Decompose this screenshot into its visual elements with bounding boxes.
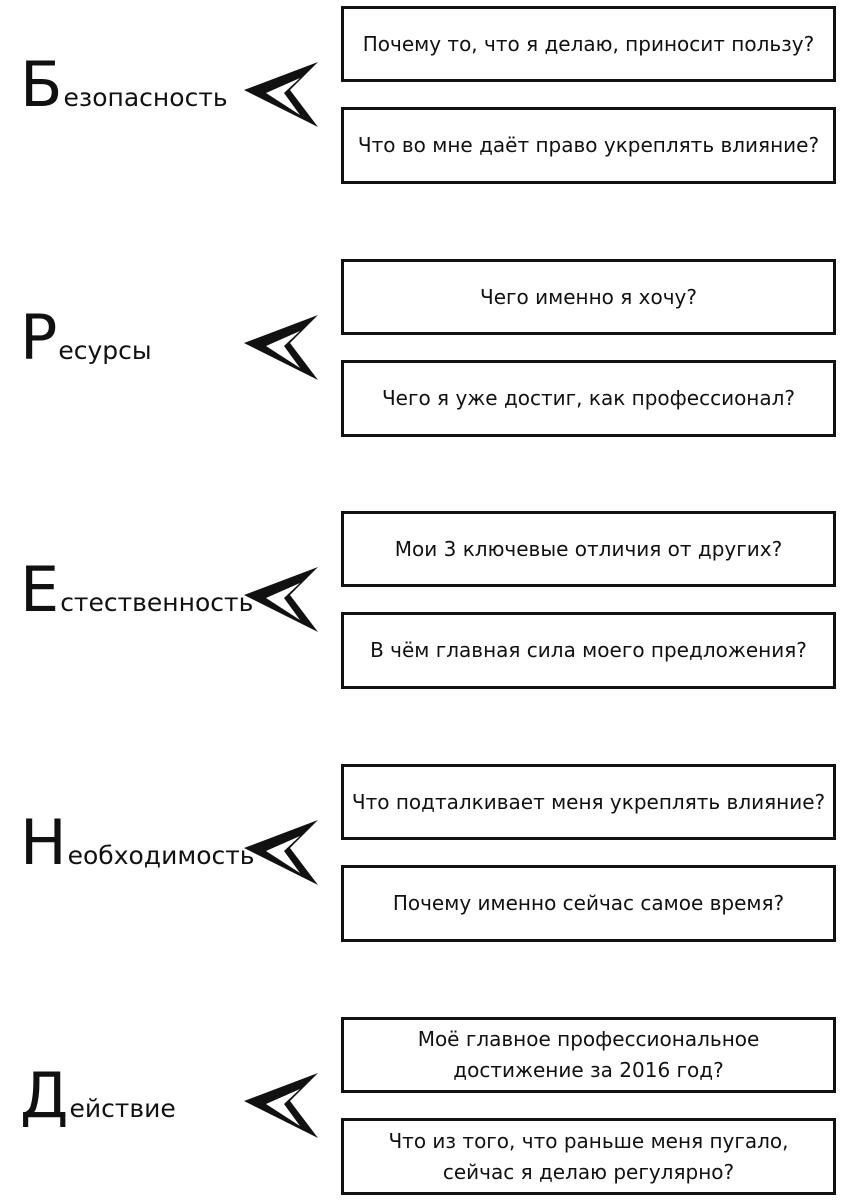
question-text: Моё главное профессиональное достижение … xyxy=(417,1027,760,1082)
label-rest: стественность xyxy=(60,588,254,617)
question-box: Почему то, что я делаю, приносит пользу? xyxy=(341,6,836,82)
question-text: Почему то, что я делаю, приносит пользу? xyxy=(362,31,815,56)
section-label: Д ействие xyxy=(20,1065,176,1127)
initial-letter: Д xyxy=(20,1059,69,1132)
question-text: Что подталкивает меня укреплять влияние? xyxy=(351,789,826,814)
question-box: Чего именно я хочу? xyxy=(341,259,836,335)
double-chevron-left-arrow-icon xyxy=(244,1073,318,1138)
question-box: Почему именно сейчас самое время? xyxy=(341,865,836,942)
question-box: Чего я уже достиг, как профессионал? xyxy=(341,360,836,437)
section-label: Р есурсы xyxy=(20,307,152,369)
question-box: Что во мне даёт право укреплять влияние? xyxy=(341,107,836,184)
question-text: Что во мне даёт право укреплять влияние? xyxy=(357,133,820,157)
section-estestvennost: Е стественность Мои 3 ключевые отличия о… xyxy=(0,511,849,701)
question-text: В чём главная сила моего предложения? xyxy=(370,638,807,662)
question-box: Что подталкивает меня укреплять влияние? xyxy=(341,764,836,840)
question-text: Что из того, что раньше меня пугало, сей… xyxy=(388,1128,789,1184)
question-text: Мои 3 ключевые отличия от других? xyxy=(394,536,783,561)
initial-letter: Р xyxy=(20,301,58,374)
question-text: Чего именно я хочу? xyxy=(480,284,697,309)
section-neobkhodimost: Н еобходимость Что подталкивает меня укр… xyxy=(0,764,849,954)
question-text: Почему именно сейчас самое время? xyxy=(392,891,785,915)
initial-letter: Н xyxy=(20,806,67,879)
double-chevron-left-arrow-icon xyxy=(244,315,318,380)
label-rest: ействие xyxy=(69,1094,176,1123)
section-label: Е стественность xyxy=(20,559,253,621)
question-box: Мои 3 ключевые отличия от других? xyxy=(341,511,836,587)
double-chevron-left-arrow-icon xyxy=(244,820,318,885)
question-box: Моё главное профессиональное достижение … xyxy=(341,1017,836,1093)
initial-letter: Б xyxy=(20,48,63,121)
double-chevron-left-arrow-icon xyxy=(244,62,318,127)
section-label: Н еобходимость xyxy=(20,812,255,874)
section-resursy: Р есурсы Чего именно я хочу? Чего я уже … xyxy=(0,259,849,449)
question-text: Чего я уже достиг, как профессионал? xyxy=(381,386,796,410)
question-box: В чём главная сила моего предложения? xyxy=(341,612,836,689)
initial-letter: Е xyxy=(20,553,60,626)
question-box: Что из того, что раньше меня пугало, сей… xyxy=(341,1118,836,1195)
label-rest: езопасность xyxy=(63,83,228,112)
section-bezopasnost: Б езопасность Почему то, что я делаю, пр… xyxy=(0,6,849,196)
label-rest: еобходимость xyxy=(67,841,255,870)
label-rest: есурсы xyxy=(58,336,152,365)
section-label: Б езопасность xyxy=(20,54,228,116)
double-chevron-left-arrow-icon xyxy=(244,567,318,632)
section-deistvie: Д ействие Моё главное профессиональное д… xyxy=(0,1017,849,1200)
